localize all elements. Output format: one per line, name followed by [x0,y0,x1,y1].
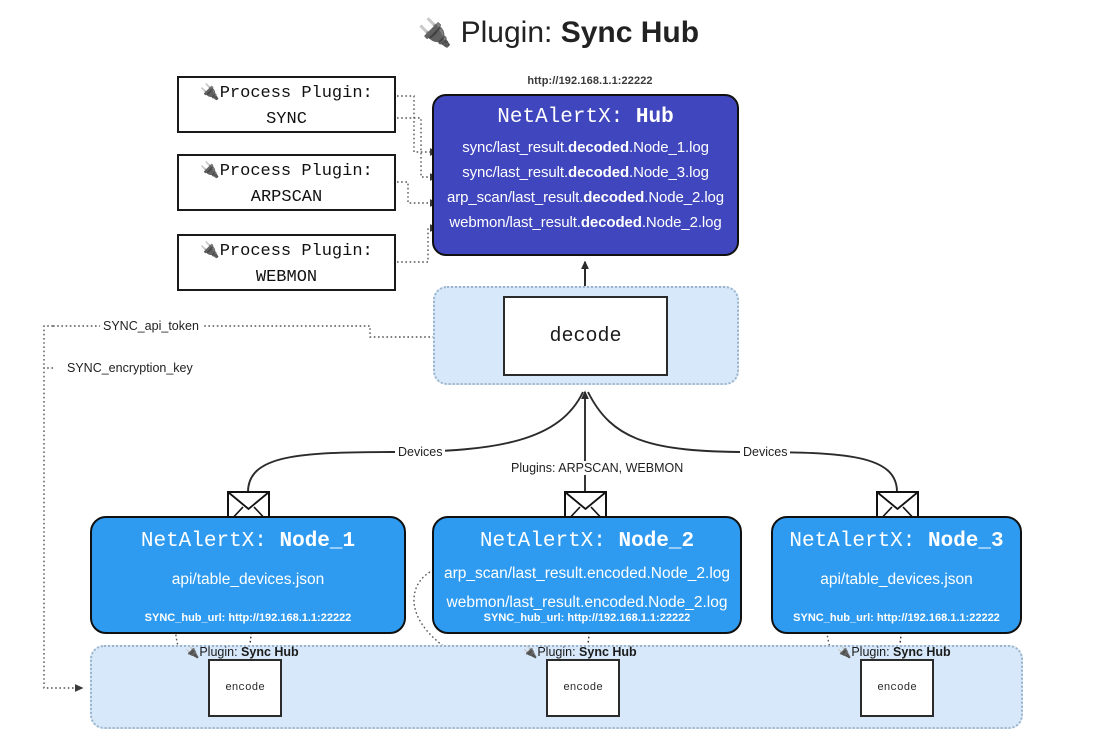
process-plugin-sync-line1: 🔌Process Plugin: [200,84,373,103]
process-plugin-webmon-line1: 🔌Process Plugin: [200,242,373,261]
edge-sync-to-log1 [397,95,439,156]
edge-encryption-key-to-encode-band [43,367,84,692]
label-devices-right: Devices [740,445,791,459]
node-1-hub-url: SYNC_hub_url: http://192.168.1.1:22222 [144,612,352,624]
node-1-line-1: api/table_devices.json [171,571,325,588]
page-title-prefix: Plugin: [460,16,553,49]
hub-log-line-2: sync/last_result.decoded.Node_3.log [462,164,709,181]
node-box-node-3[interactable]: NetAlertX: Node_3 api/table_devices.json… [771,516,1022,634]
plug-icon: 🔌 [200,162,220,180]
node-2-line-1: arp_scan/last_result.encoded.Node_2.log [443,565,731,582]
plug-icon: 🔌 [523,647,538,659]
edge-plugin-to-hub-group [397,95,439,263]
page-title-name: Sync Hub [560,16,700,49]
process-plugin-arpscan-line1: 🔌Process Plugin: [200,162,373,181]
node-box-node-2[interactable]: NetAlertX: Node_2 arp_scan/last_result.e… [432,516,742,634]
process-plugin-sync-line2: SYNC [266,110,307,129]
node-2-hub-url: SYNC_hub_url: http://192.168.1.1:22222 [483,612,691,624]
node-box-node-1[interactable]: NetAlertX: Node_1 api/table_devices.json… [90,516,406,634]
plug-icon: 🔌 [417,17,453,48]
edge-webmon-to-log4 [397,224,439,263]
hub-box[interactable]: NetAlertX: Hub sync/last_result.decoded.… [432,94,739,256]
node-3-hub-url: SYNC_hub_url: http://192.168.1.1:22222 [793,612,1000,624]
hub-log-line-3: arp_scan/last_result.decoded.Node_2.log [446,189,725,206]
page-title: 🔌 Plugin: Sync Hub [0,16,1117,50]
node-3-title: NetAlertX: Node_3 [789,530,1004,553]
encode-2-plugin-label: 🔌Plugin: Sync Hub [523,645,637,659]
node-2-title: NetAlertX: Node_2 [479,530,695,553]
label-plugins-arpscan-webmon: Plugins: ARPSCAN, WEBMON [508,461,687,475]
hub-title: NetAlertX: Hub [497,106,674,129]
process-plugin-webmon-line2: WEBMON [255,268,318,287]
node-3-line-1: api/table_devices.json [820,571,973,588]
node-2-line-2: webmon/last_result.encoded.Node_2.log [446,594,728,611]
decode-box[interactable]: decode [503,296,668,376]
plug-icon: 🔌 [200,242,220,260]
encode-box-3[interactable]: encode [860,659,934,717]
process-plugin-sync-box[interactable]: 🔌Process Plugin: SYNC [177,76,396,133]
encode-1-plugin-label: 🔌Plugin: Sync Hub [185,645,299,659]
plug-icon: 🔌 [185,647,200,659]
plug-icon: 🔌 [837,647,852,659]
hub-url-label: http://192.168.1.1:22222 [527,75,653,87]
label-sync-encryption-key: SYNC_encryption_key [64,361,196,375]
encode-3-plugin-label: 🔌Plugin: Sync Hub [837,645,951,659]
process-plugin-arpscan-box[interactable]: 🔌Process Plugin: ARPSCAN [177,154,396,211]
edge-node1-to-decode [247,391,584,493]
edge-nodes-to-decode-group [247,390,898,493]
label-devices-left: Devices [395,445,446,459]
edge-arpscan-to-log3 [397,181,439,207]
hub-log-line-1: sync/last_result.decoded.Node_1.log [462,139,709,156]
label-sync-api-token: SYNC_api_token [100,319,202,333]
encode-box-1[interactable]: encode [208,659,282,717]
plug-icon: 🔌 [200,84,220,102]
node-1-title: NetAlertX: Node_1 [140,530,356,553]
edge-token-left-stub [43,325,53,368]
hub-log-line-4: webmon/last_result.decoded.Node_2.log [449,214,722,231]
edge-node3-to-decode [587,391,898,493]
process-plugin-webmon-box[interactable]: 🔌Process Plugin: WEBMON [177,234,396,291]
encode-box-2[interactable]: encode [546,659,620,717]
edge-sync-to-log2 [397,117,439,181]
process-plugin-arpscan-line2: ARPSCAN [250,188,323,207]
node-2-lines: arp_scan/last_result.encoded.Node_2.log … [434,559,740,617]
